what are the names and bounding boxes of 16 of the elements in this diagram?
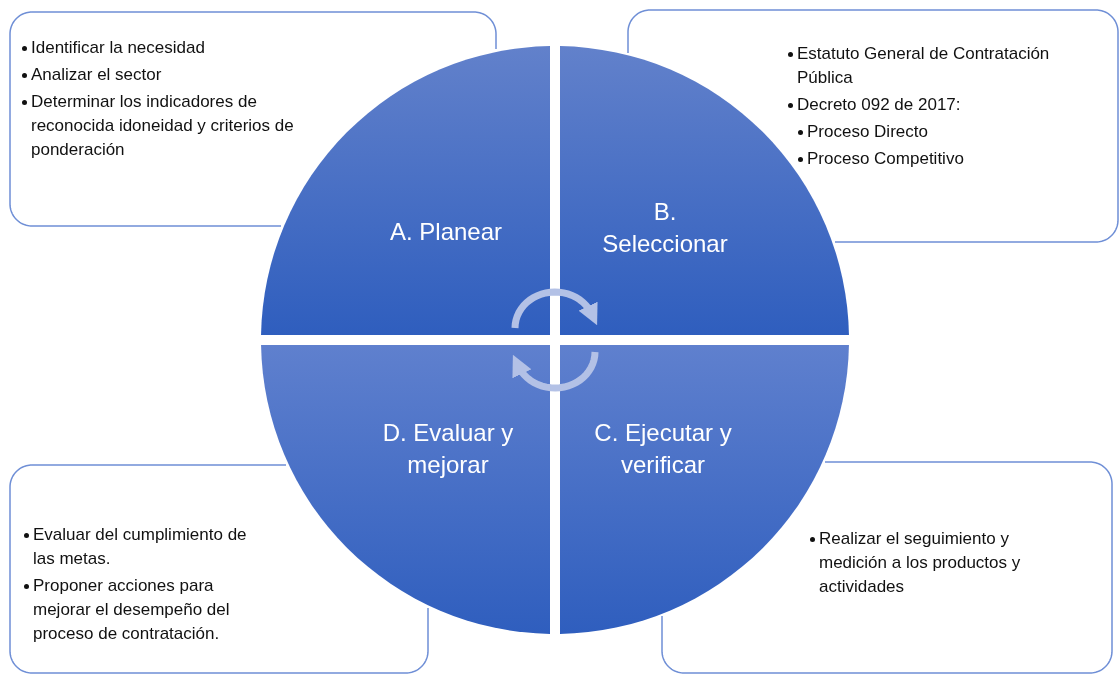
bullet-text: Estatuto General de Contratación Pública bbox=[797, 43, 1051, 89]
bullet-text: Proceso Directo bbox=[807, 121, 929, 143]
quadrant-label: C. Ejecutar y verificar bbox=[593, 418, 733, 480]
quadrant-label: A. Planear bbox=[388, 217, 504, 247]
cycle-arrow bbox=[512, 351, 599, 392]
bullet-text: Determinar los indicadores de reconocida idoneidad y criterios de ponderación bbox=[31, 91, 295, 161]
bullet-text: Identificar la necesidad bbox=[31, 37, 206, 59]
quadrant-label: D. Evaluar y mejorar bbox=[381, 418, 515, 480]
bullet-text: Decreto 092 de 2017: bbox=[797, 94, 962, 116]
bullet-text: Analizar el sector bbox=[31, 64, 163, 86]
quadrant-label: B. Seleccionar bbox=[601, 197, 729, 259]
cycle-arrow bbox=[511, 288, 598, 329]
bullet-text: Proceso Competitivo bbox=[807, 148, 965, 170]
bullet-text: Proponer acciones para mejorar el desempeño del proceso de contratación. bbox=[33, 575, 231, 645]
bullet-text: Evaluar del cumplimiento de las metas. bbox=[33, 524, 248, 570]
bullet-text: Realizar el seguimiento y medición a los productos y actividades bbox=[819, 528, 1022, 598]
